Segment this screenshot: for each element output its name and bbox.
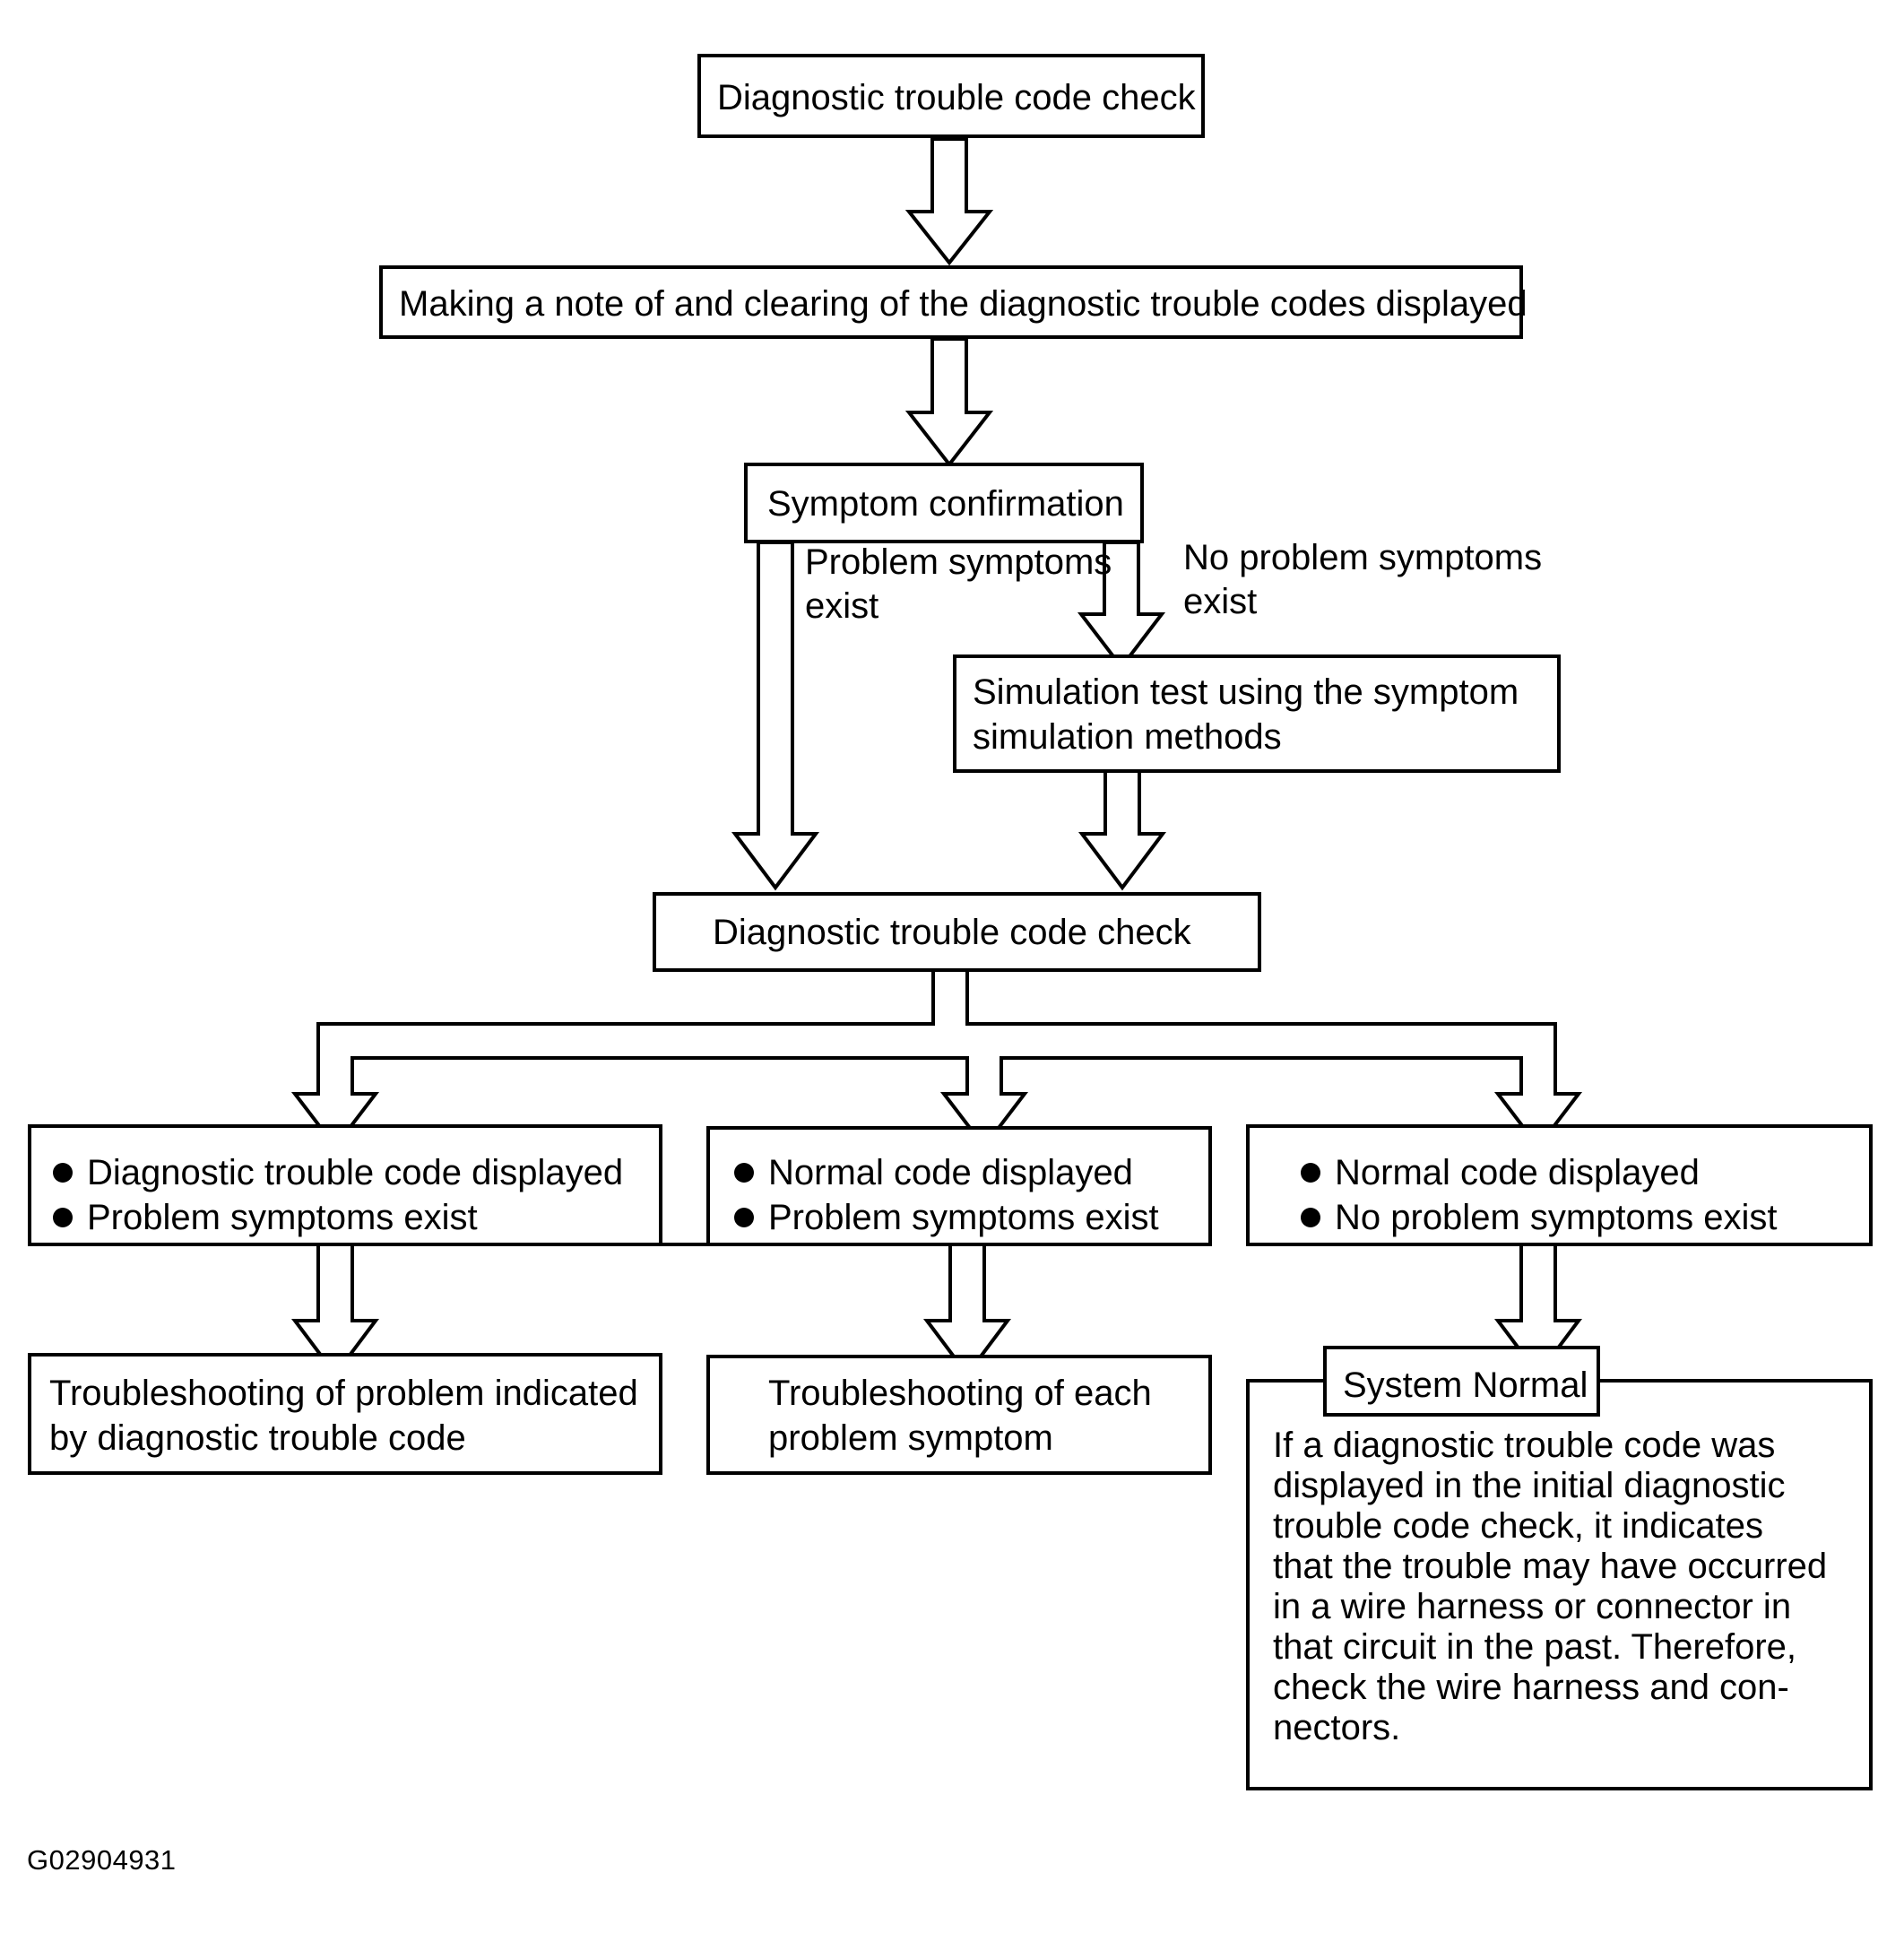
node-result-left[interactable]: Diagnostic trouble code displayed Proble… <box>28 1124 662 1246</box>
node-make-note-border <box>379 265 1523 339</box>
node-symptom-confirmation[interactable]: Symptom confirmation <box>744 463 1144 543</box>
node-action-left-line2: by diagnostic trouble code <box>49 1418 466 1458</box>
arrow-result-left-to-action-left <box>291 1243 967 1378</box>
node-simulation-test[interactable]: Simulation test using the symptom simula… <box>953 654 1561 773</box>
edge-label-no-problem-symptoms-exist-line2: exist <box>1183 582 1257 621</box>
node-result-right-border <box>1246 1124 1873 1246</box>
node-make-note[interactable]: Making a note of and clearing of the dia… <box>379 265 1528 339</box>
bullet-icon <box>734 1163 754 1183</box>
system-normal-body-line-1: displayed in the initial diagnostic <box>1273 1466 1785 1505</box>
arrow-result-center-to-action-center <box>923 1243 1011 1378</box>
node-result-left-border <box>28 1124 662 1246</box>
arrow-note-to-symptom <box>904 337 994 468</box>
bullet-icon <box>1301 1163 1320 1183</box>
edge-label-problem-symptoms-exist: Problem symptoms exist <box>805 542 1112 626</box>
bullet-icon <box>53 1163 73 1183</box>
node-action-left[interactable]: Troubleshooting of problem indicated by … <box>28 1353 662 1475</box>
node-system-normal[interactable]: System Normal If a diagnostic trouble co… <box>1246 1346 1873 1790</box>
node-dtc-check-second-label: Diagnostic trouble code check <box>713 913 1192 952</box>
node-result-left-bullet1: Diagnostic trouble code displayed <box>87 1153 623 1192</box>
node-result-left-bullet2: Problem symptoms exist <box>87 1198 478 1237</box>
node-symptom-confirmation-label: Symptom confirmation <box>767 484 1124 524</box>
system-normal-body-line-2: trouble code check, it indicates <box>1273 1506 1763 1546</box>
edge-label-no-problem-symptoms-exist: No problem symptoms exist <box>1183 538 1542 621</box>
arrow-problem-symptoms-branch <box>731 541 819 891</box>
node-result-right-bullet1: Normal code displayed <box>1335 1153 1700 1192</box>
edge-label-no-problem-symptoms-exist-line1: No problem symptoms <box>1183 538 1542 577</box>
node-result-center-bullet2: Problem symptoms exist <box>768 1198 1159 1237</box>
node-action-center[interactable]: Troubleshooting of each problem symptom <box>706 1355 1212 1475</box>
node-action-left-border <box>28 1353 662 1475</box>
system-normal-body-line-7: nectors. <box>1273 1708 1400 1747</box>
system-normal-body-line-6: check the wire harness and con- <box>1273 1668 1789 1707</box>
node-dtc-check-top-border <box>697 54 1205 138</box>
node-system-normal-header-border <box>1323 1346 1600 1417</box>
bullet-icon <box>734 1208 754 1227</box>
node-action-left-line1: Troubleshooting of problem indicated <box>49 1374 638 1413</box>
node-symptom-confirmation-border <box>744 463 1144 543</box>
figure-id-label: G02904931 <box>27 1844 177 1876</box>
node-result-center-border <box>706 1126 1212 1246</box>
node-simulation-test-line2: simulation methods <box>973 717 1282 757</box>
node-make-note-label: Making a note of and clearing of the dia… <box>399 284 1528 324</box>
node-simulation-test-border <box>953 654 1561 773</box>
node-dtc-check-second[interactable]: Diagnostic trouble code check <box>653 892 1261 972</box>
node-dtc-check-top-label: Diagnostic trouble code check <box>717 78 1197 117</box>
node-system-normal-header-label: System Normal <box>1343 1365 1588 1405</box>
arrow-dtc-to-note <box>904 137 994 266</box>
node-result-right-bullet2: No problem symptoms exist <box>1335 1198 1777 1237</box>
system-normal-body-line-5: that circuit in the past. Therefore, <box>1273 1627 1796 1667</box>
node-dtc-check-top[interactable]: Diagnostic trouble code check <box>697 54 1205 138</box>
node-result-center-bullet1: Normal code displayed <box>768 1153 1133 1192</box>
system-normal-body-line-0: If a diagnostic trouble code was <box>1273 1426 1775 1465</box>
node-system-normal-panel-border <box>1246 1379 1873 1790</box>
node-system-normal-body: If a diagnostic trouble code was display… <box>1273 1426 1827 1747</box>
bullet-icon <box>53 1208 73 1227</box>
node-simulation-test-line1: Simulation test using the symptom <box>973 672 1519 712</box>
node-action-center-border <box>706 1355 1212 1475</box>
system-normal-body-line-4: in a wire harness or connector in <box>1273 1587 1791 1626</box>
edge-label-problem-symptoms-exist-line1: Problem symptoms <box>805 542 1112 582</box>
node-dtc-check-second-border <box>653 892 1261 972</box>
node-action-center-line1: Troubleshooting of each <box>768 1374 1152 1413</box>
arrow-simulation-to-dtc <box>1078 769 1166 891</box>
node-result-center[interactable]: Normal code displayed Problem symptoms e… <box>706 1126 1212 1246</box>
node-action-center-line2: problem symptom <box>768 1418 1053 1458</box>
arrow-fork-three-way <box>290 968 1583 1150</box>
arrow-no-problem-symptoms-branch <box>1077 541 1166 671</box>
edge-label-problem-symptoms-exist-line2: exist <box>805 586 878 626</box>
bullet-icon <box>1301 1208 1320 1227</box>
system-normal-body-line-3: that the trouble may have occurred <box>1273 1547 1827 1586</box>
node-result-right[interactable]: Normal code displayed No problem symptom… <box>1246 1124 1873 1246</box>
